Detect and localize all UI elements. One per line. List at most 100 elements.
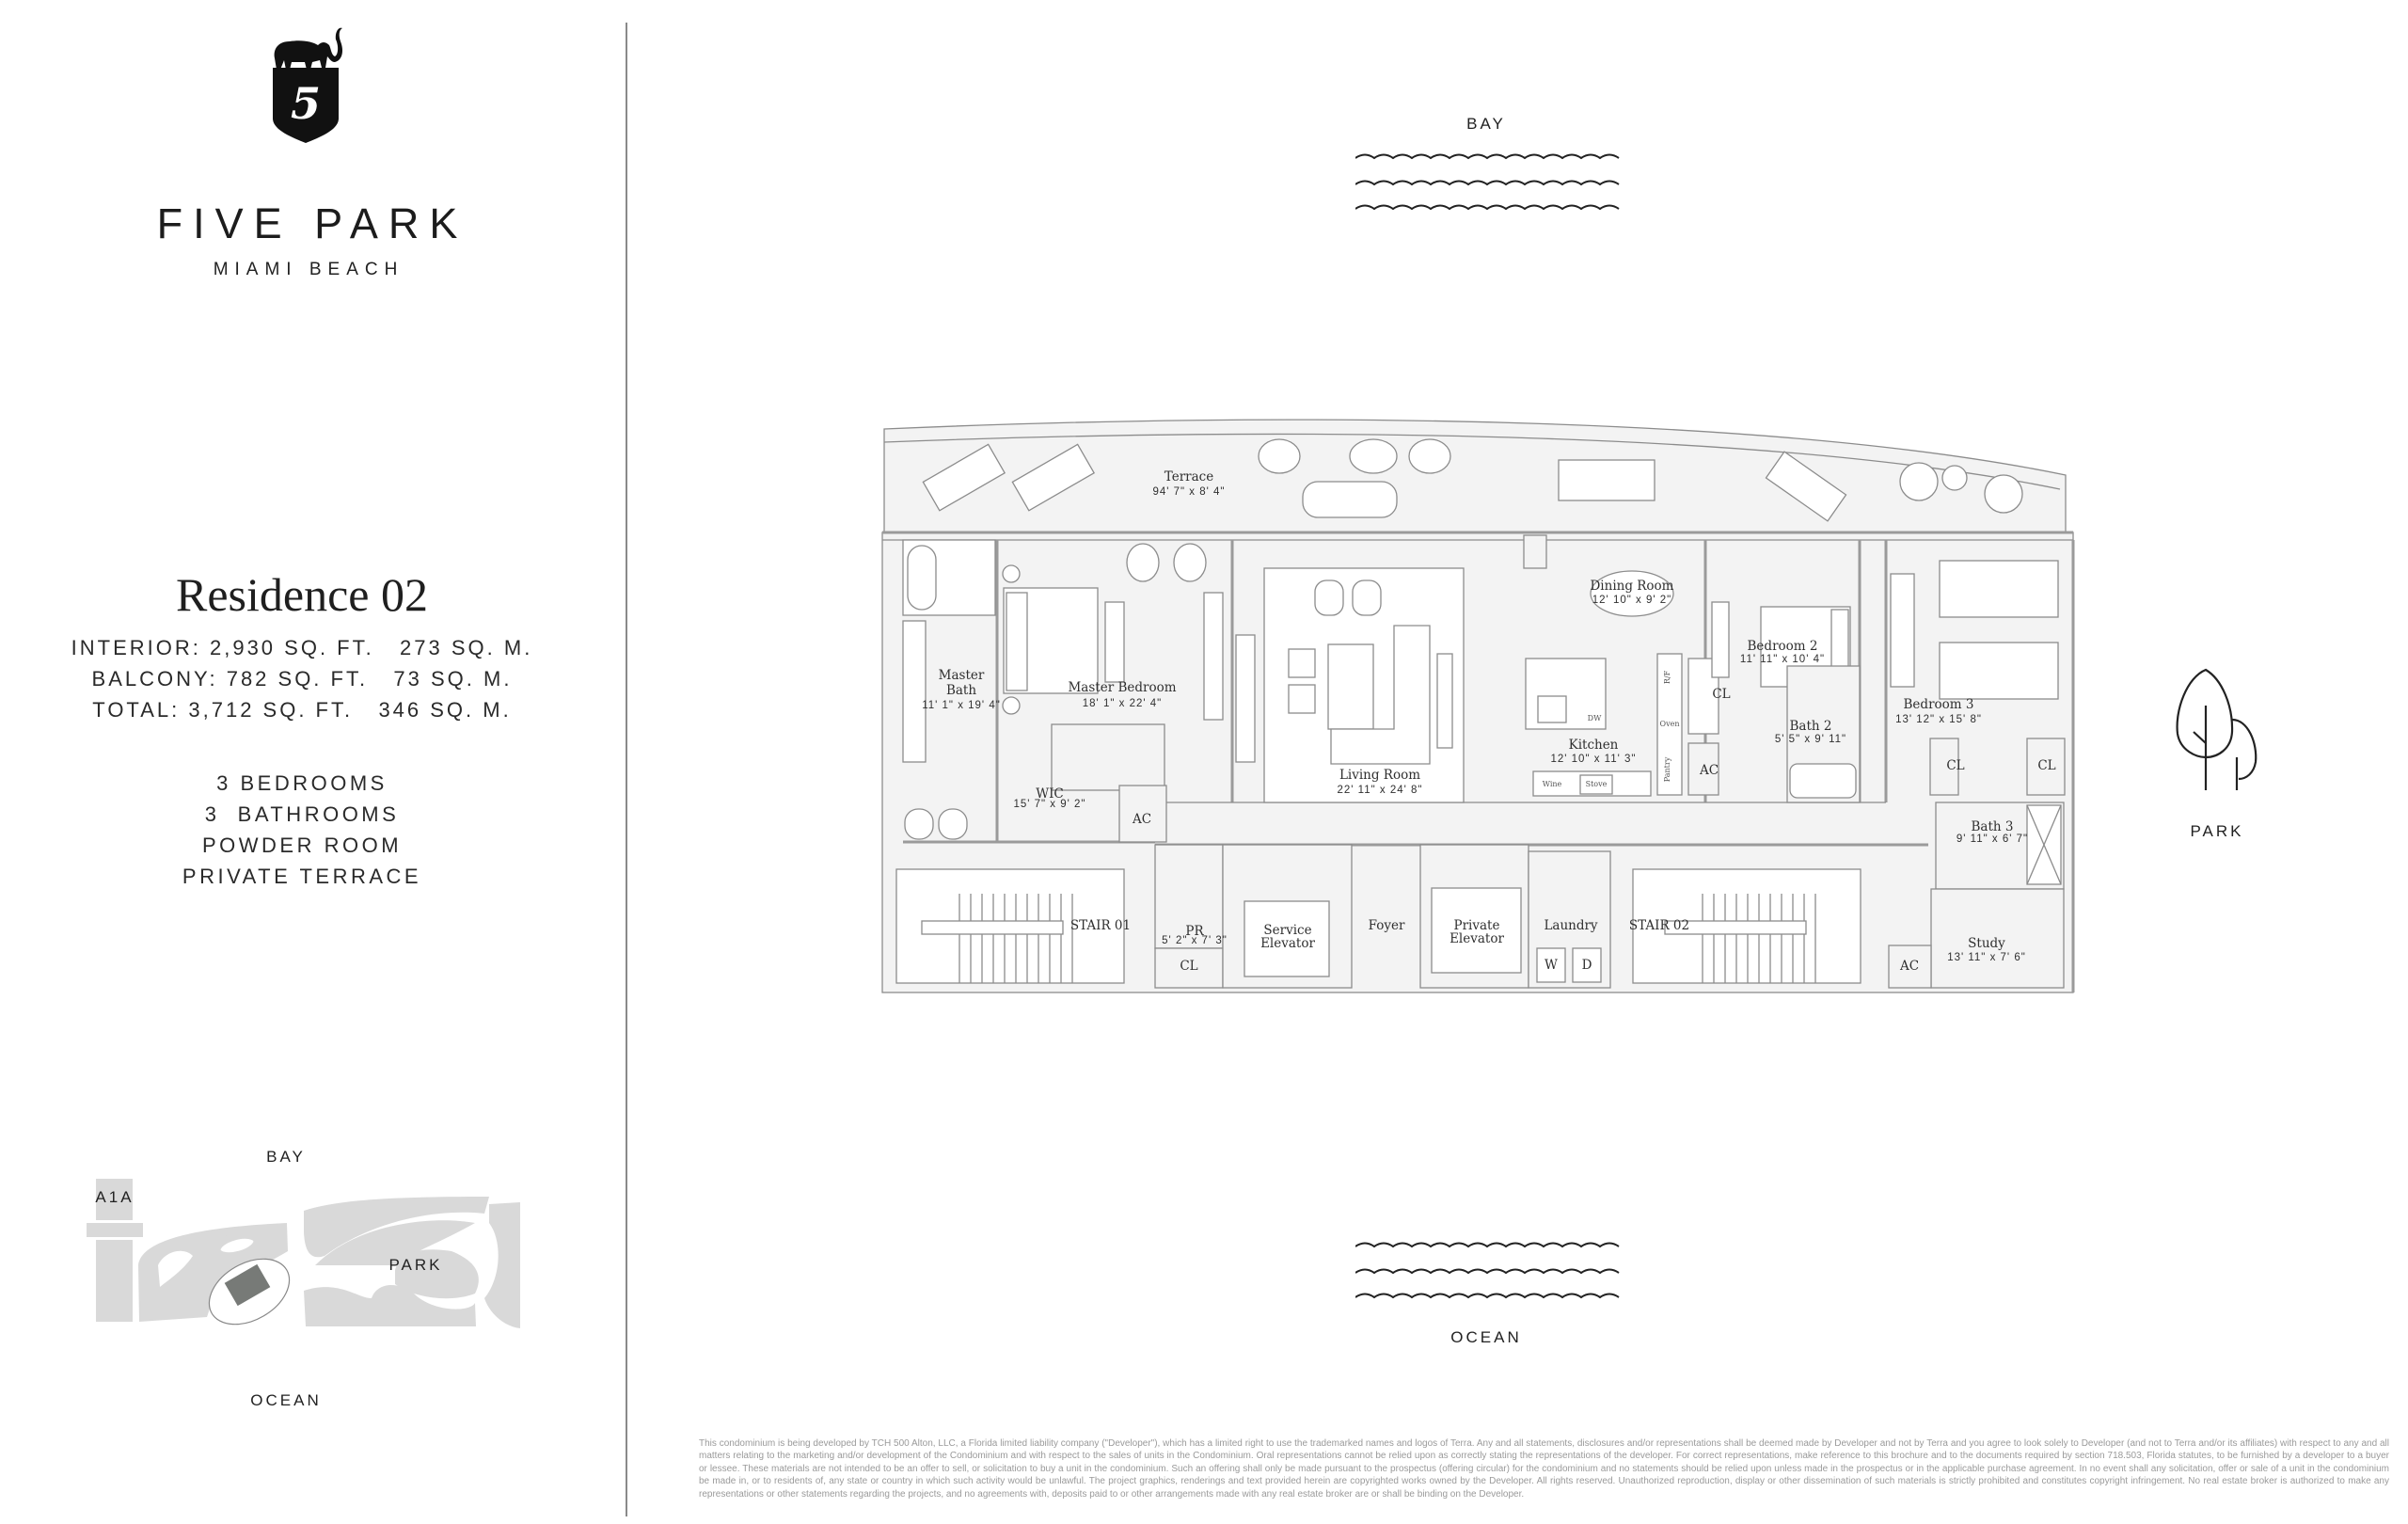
foyer-label: Foyer [1369,918,1405,933]
svg-text:5: 5 [291,78,321,129]
brand-location: MIAMI BEACH [213,260,404,279]
wic [1051,723,1165,791]
bath2 [1786,665,1861,803]
room-label: Bath [946,683,976,698]
room-dims: 5' 5" x 9' 11" [1775,734,1846,745]
compass-park-label: PARK [2190,822,2244,840]
room-label: Study [1968,936,2005,951]
bath3 [1935,802,2065,890]
site-map-bay-label: BAY [266,1148,306,1166]
ac-label: AC [1899,959,1919,974]
room-dims: 13' 12" x 15' 8" [1895,714,1982,725]
rf-label: R/F [1663,670,1671,684]
bathtub [907,545,937,611]
room-dims: 11' 1" x 19' 4" [922,700,1001,711]
spec-balcony: BALCONY: 782 SQ. FT. 73 SQ. M. [91,667,513,691]
room-dims: 94' 7" x 8' 4" [1152,486,1225,498]
room-label: Kitchen [1569,738,1619,753]
room-dims: 5' 2" x 7' 3" [1162,935,1228,946]
room-label: Bedroom 3 [1904,697,1974,712]
room-dims: 9' 11" x 6' 7" [1956,833,2028,845]
closet-label: CL [1180,959,1197,974]
five-park-elephant-logo: 5 [273,27,342,143]
room-dims: 13' 11" x 7' 6" [1947,952,2026,963]
stair-landing [1664,920,1807,935]
spec-total: TOTAL: 3,712 SQ. FT. 346 SQ. M. [92,698,512,722]
panel-divider [626,23,627,1516]
pantry-label: Pantry [1663,756,1671,782]
residence-title: Residence 02 [176,568,428,621]
master-bed [1003,587,1099,694]
spec-interior: INTERIOR: 2,930 SQ. FT. 273 SQ. M. [71,636,533,659]
site-map: BAY A1A PARK OCEAN [87,1148,520,1409]
bedroom2-bed [1760,606,1851,688]
ac-label: AC [1699,763,1719,778]
feature-private-terrace: PRIVATE TERRACE [182,865,422,888]
dining-table [1590,570,1674,617]
dryer-label: D [1582,958,1592,973]
room-label: Bath 3 [1972,819,2014,834]
closet-label: CL [2037,758,2055,773]
feature-bathrooms: 3 BATHROOMS [204,802,400,826]
coffee-table [1327,643,1374,730]
legal-disclaimer: This condominium is being developed by T… [699,1438,2389,1500]
bedroom3-bed-2 [1939,642,2059,700]
stove-label: Stove [1586,780,1608,788]
site-map-ocean-label: OCEAN [250,1391,321,1409]
service-elevator-label: Elevator [1260,936,1315,951]
room-label: Bedroom 2 [1748,639,1818,654]
feature-powder-room: POWDER ROOM [201,833,403,857]
interior-area [881,532,2074,993]
room-dims: 11' 11" x 10' 4" [1740,654,1825,665]
wine-label: Wine [1543,780,1562,788]
service-elevator [1244,900,1330,977]
service-elevator-label: Service [1263,923,1311,938]
room-label: Living Room [1339,768,1420,783]
sofa [1330,625,1431,765]
compass-bay-label: BAY [1466,115,1506,133]
room-label: Bath 2 [1790,719,1832,734]
closet-label: CL [1946,758,1964,773]
laundry-label: Laundry [1544,918,1597,933]
room-label: Master [939,668,985,683]
oven-label: Oven [1660,720,1680,728]
study [1930,888,2065,989]
room-label: WIC [1036,786,1064,802]
stair-02 [1632,868,1861,984]
kitchen-counter [1532,770,1652,797]
ac-label: AC [1132,812,1151,827]
room-dims: 12' 10" x 9' 2" [1592,595,1671,606]
dw-label: DW [1588,714,1602,722]
site-map-park-label: PARK [388,1256,442,1274]
room-label: PR [1185,924,1204,939]
room-dims: 22' 11" x 24' 8" [1337,785,1422,796]
washer-label: W [1545,958,1558,973]
room-label: Master Bedroom [1068,680,1176,695]
private-elevator-label: Private [1454,918,1500,933]
building-highlight [224,1263,271,1307]
road-block [96,1179,133,1220]
column [1523,534,1547,569]
bedroom3-bed-1 [1939,560,2059,618]
stair-01-label: STAIR 01 [1070,918,1131,933]
room-dims: 15' 7" x 9' 2" [1013,799,1085,810]
feature-bedrooms: 3 BEDROOMS [216,771,388,795]
tv-console [1235,634,1256,763]
bay-waves-icon [1355,153,1620,211]
private-elevator-label: Elevator [1450,931,1504,946]
terrace-dining-table [1558,459,1656,501]
private-elevator [1431,887,1522,974]
vanity [902,620,927,763]
park-tree-icon [2176,668,2258,790]
room-label: Dining Room [1590,579,1673,594]
closet-label: CL [1712,687,1730,702]
terrace-area [883,419,2067,533]
stair-landing [921,920,1064,935]
room-label: Terrace [1164,469,1213,484]
stair-02-label: STAIR 02 [1629,918,1689,933]
room-dims: 18' 1" x 22' 4" [1083,698,1162,709]
compass-ocean-label: OCEAN [1450,1328,1522,1346]
living-rug [1263,567,1465,803]
powder-room [1154,844,1224,949]
stair-01 [895,868,1125,984]
